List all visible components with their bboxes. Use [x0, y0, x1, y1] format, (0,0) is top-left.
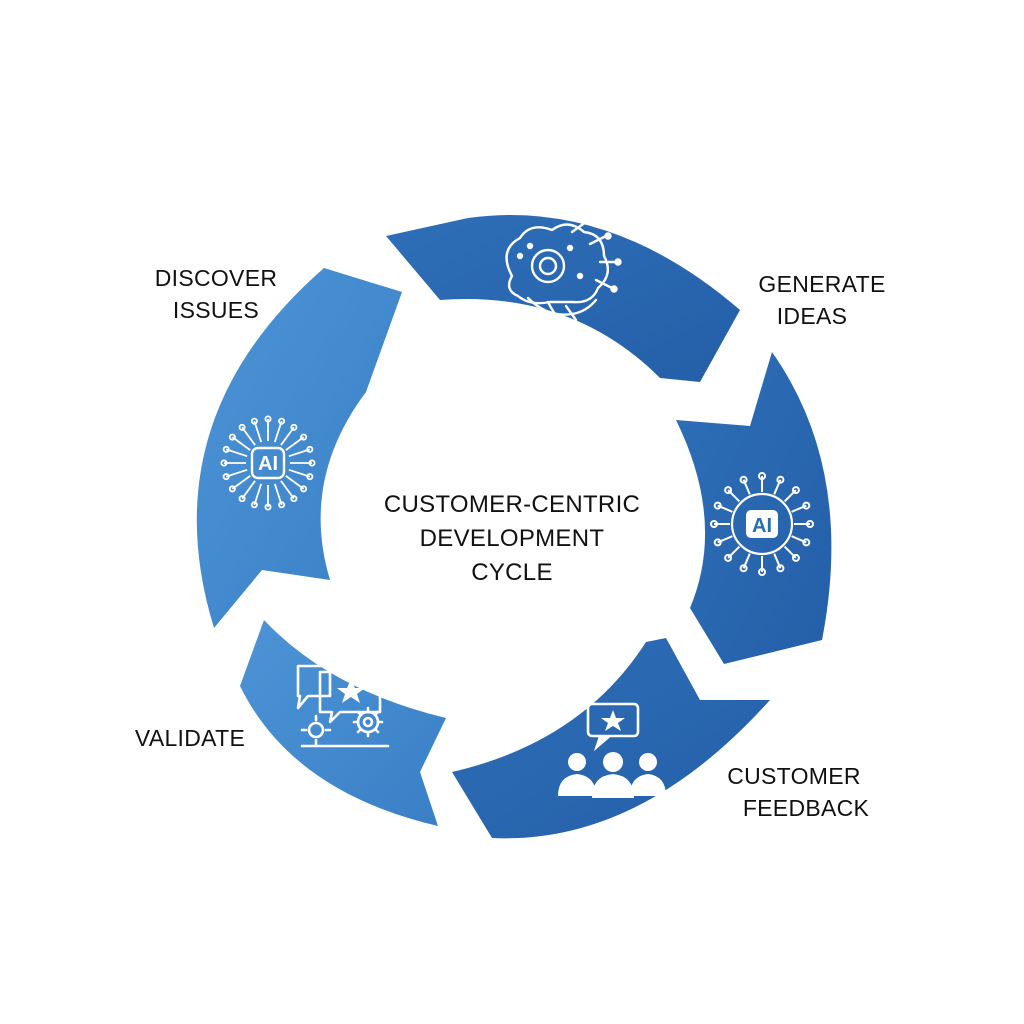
- circuit-ray: [280, 480, 295, 500]
- circuit-node: [758, 568, 766, 576]
- circuit-node: [250, 501, 258, 509]
- brain-circuit-icon: [505, 218, 622, 332]
- ai-network-rays: [220, 415, 316, 511]
- circuit-ray: [253, 420, 263, 443]
- center-title-line1: CUSTOMER-CENTRIC: [384, 491, 640, 518]
- circuit-node: [739, 475, 748, 484]
- circuit-ray: [280, 426, 295, 446]
- circuit-node: [222, 473, 230, 481]
- circuit-node: [791, 553, 800, 562]
- customer-group-icon: [558, 702, 666, 798]
- circuit-node: [238, 495, 246, 503]
- circuit-ray: [288, 468, 311, 478]
- circuit-node: [739, 564, 748, 573]
- label-generate-line2: IDEAS: [777, 303, 848, 329]
- circuit-node: [300, 433, 308, 441]
- circuit-node: [306, 473, 314, 481]
- circuit-node: [250, 417, 258, 425]
- circuit-node: [713, 538, 722, 547]
- label-discover-line2: ISSUES: [173, 297, 259, 323]
- ai-network-badge: AI: [258, 453, 278, 475]
- label-validate: VALIDATE: [135, 725, 245, 751]
- center-title-line2: DEVELOPMENT: [420, 525, 605, 552]
- circuit-node: [776, 564, 785, 573]
- circuit-node: [228, 433, 236, 441]
- circuit-ray: [241, 426, 256, 446]
- circuit-node: [228, 485, 236, 493]
- circuit-node: [791, 486, 800, 495]
- label-discover-line1: DISCOVER: [155, 265, 278, 291]
- chat-star-gear-icon: [296, 664, 390, 748]
- circuit-node: [724, 486, 733, 495]
- circuit-node: [776, 475, 785, 484]
- circuit-ray: [285, 436, 305, 451]
- circuit-ray: [273, 483, 283, 506]
- circuit-node: [222, 445, 230, 453]
- circuit-ray: [253, 483, 263, 506]
- circuit-node: [758, 472, 766, 480]
- circuit-node: [220, 459, 228, 467]
- circuit-node: [710, 520, 718, 528]
- circuit-ray: [225, 468, 248, 478]
- segment-ai: [676, 352, 832, 664]
- ai-chip-badge: AI: [752, 515, 772, 537]
- label-feedback-line1: CUSTOMER: [727, 763, 861, 789]
- label-feedback-line2: FEEDBACK: [743, 795, 870, 821]
- circuit-node: [802, 538, 811, 547]
- circuit-node: [300, 485, 308, 493]
- circuit-ray: [231, 436, 251, 451]
- circuit-node: [306, 445, 314, 453]
- circuit-ray: [241, 480, 256, 500]
- ai-chip-icon: [730, 492, 794, 556]
- segment-customer-feedback: [452, 638, 770, 839]
- circuit-node: [308, 459, 316, 467]
- circuit-node: [724, 553, 733, 562]
- label-generate-line1: GENERATE: [758, 271, 885, 297]
- circuit-node: [238, 423, 246, 431]
- circuit-node: [806, 520, 814, 528]
- circuit-node: [802, 501, 811, 510]
- center-title-line3: CYCLE: [471, 559, 553, 586]
- circuit-ray: [288, 448, 311, 458]
- circuit-ray: [231, 475, 251, 490]
- circuit-node: [290, 495, 298, 503]
- circuit-node: [278, 501, 286, 509]
- circuit-ray: [285, 475, 305, 490]
- circuit-ray: [273, 420, 283, 443]
- circuit-node: [278, 417, 286, 425]
- circuit-node: [713, 501, 722, 510]
- circuit-ray: [225, 448, 248, 458]
- ai-chip-rays: [710, 472, 814, 576]
- segment-discover-issues: [196, 268, 402, 628]
- segment-validate: [240, 620, 446, 826]
- circuit-node: [264, 503, 272, 511]
- circuit-node: [264, 415, 272, 423]
- segment-generate-ideas: [386, 214, 740, 382]
- circuit-node: [290, 423, 298, 431]
- ai-network-icon: [250, 446, 286, 480]
